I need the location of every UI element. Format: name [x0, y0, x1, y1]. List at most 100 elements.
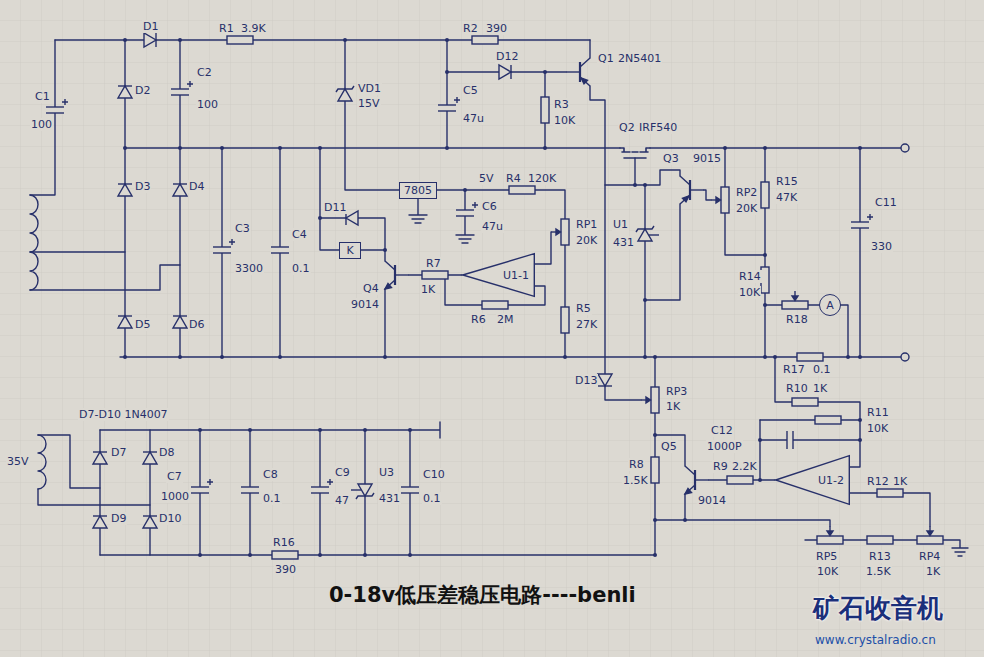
component-label: D9	[110, 512, 127, 525]
component-label: 9014	[697, 494, 727, 507]
component-label: R13	[868, 550, 892, 563]
component-label: R15	[775, 175, 799, 188]
node-text: K	[346, 244, 353, 257]
component-label: D7-D10 1N4007	[78, 408, 169, 421]
component-label: 0.1	[262, 492, 282, 505]
component-label: VD1	[357, 82, 382, 95]
component-label: RP1	[575, 218, 598, 231]
component-label: R11	[866, 406, 890, 419]
component-label: R10	[785, 382, 809, 395]
component-label: 1K	[925, 565, 941, 578]
component-label: Q1	[597, 52, 615, 65]
component-label: D13	[574, 374, 598, 387]
component-label: 15V	[357, 97, 381, 110]
component-label: 2.2K	[731, 460, 758, 473]
node-text: A	[826, 299, 834, 312]
wires	[30, 40, 968, 556]
component-label: C3	[234, 222, 251, 235]
component-label: 47u	[481, 220, 504, 233]
component-label: RP3	[665, 385, 688, 398]
component-label: 10K	[866, 422, 889, 435]
component-label: R7	[425, 257, 442, 270]
component-label: R4	[505, 172, 522, 185]
opamp-outline	[776, 456, 850, 505]
component-label: 1.5K	[865, 565, 892, 578]
component-label: D12	[495, 50, 519, 63]
component-label: R16	[272, 536, 296, 549]
component-label: D7	[110, 446, 127, 459]
component-label: RP5	[815, 550, 838, 563]
component-label: D10	[158, 512, 182, 525]
ammeter-circle: A	[819, 294, 841, 316]
component-label: U3	[378, 466, 395, 479]
component-label: C4	[291, 228, 308, 241]
component-label: C12	[710, 424, 734, 437]
component-label: 2N5401	[617, 52, 662, 65]
component-label: C7	[166, 470, 183, 483]
component-label: 0.1	[812, 363, 832, 376]
component-label: 9015	[692, 152, 722, 165]
component-label: R1	[218, 22, 235, 35]
component-label: 1K	[420, 283, 436, 296]
component-label: 100	[196, 98, 219, 111]
component-label: 47K	[775, 191, 798, 204]
watermark: 矿石收音机	[812, 593, 944, 623]
opamp-triangle: U1-2	[775, 455, 850, 505]
component-label: R12	[866, 475, 890, 488]
component-label: 27K	[575, 318, 598, 331]
junction-dots	[123, 38, 862, 557]
component-label: R17	[782, 363, 806, 376]
component-label: 1000	[160, 490, 190, 503]
component-label: C6	[481, 200, 498, 213]
component-label: 431	[612, 236, 635, 249]
component-label: 9014	[350, 298, 380, 311]
component-label: R6	[470, 313, 487, 326]
component-label: 100	[30, 118, 53, 131]
component-label: Q5	[660, 440, 678, 453]
caption: 0-18v低压差稳压电路----benli	[329, 582, 636, 608]
component-label: IRF540	[638, 121, 678, 134]
component-label: 10K	[738, 286, 761, 299]
component-symbols	[46, 33, 943, 559]
component-label: D6	[188, 318, 205, 331]
component-label: 120K	[527, 172, 557, 185]
component-label: D3	[134, 180, 151, 193]
component-label: R8	[628, 458, 645, 471]
component-label: 1000P	[706, 440, 743, 453]
component-label: 1.5K	[622, 474, 649, 487]
component-label: C10	[422, 468, 446, 481]
component-label: 47u	[462, 112, 485, 125]
component-label: D5	[134, 318, 151, 331]
component-label: R14	[738, 270, 762, 283]
opamp-outline	[463, 254, 535, 297]
component-label: R5	[575, 302, 592, 315]
component-label: 5V	[478, 172, 495, 185]
component-label: R2	[462, 22, 479, 35]
node-text: U1-2	[818, 474, 844, 487]
component-label: 1K	[812, 382, 828, 395]
component-label: 47	[334, 494, 350, 507]
component-label: Q4	[362, 282, 380, 295]
node-text: U1-1	[503, 269, 529, 282]
regulator-box: 7805	[399, 182, 437, 199]
component-label: 20K	[735, 202, 758, 215]
component-label: 3.9K	[240, 22, 267, 35]
node-text: 7805	[404, 184, 432, 197]
component-label: C11	[874, 196, 898, 209]
watermark: www.crystalradio.cn	[814, 633, 937, 647]
opamp-triangle: U1-1	[462, 253, 535, 297]
component-label: U1	[612, 218, 629, 231]
component-label: 0.1	[291, 262, 311, 275]
component-label: R18	[785, 313, 809, 326]
component-label: D8	[158, 446, 175, 459]
component-label: C1	[34, 90, 51, 103]
component-label: R9	[712, 460, 729, 473]
component-label: 35V	[6, 455, 30, 468]
component-label: R3	[553, 98, 570, 111]
component-label: D2	[134, 84, 151, 97]
component-label: RP2	[735, 186, 758, 199]
component-label: 390	[485, 22, 508, 35]
component-label: D4	[188, 180, 205, 193]
component-label: 390	[274, 563, 297, 576]
component-label: 20K	[575, 234, 598, 247]
